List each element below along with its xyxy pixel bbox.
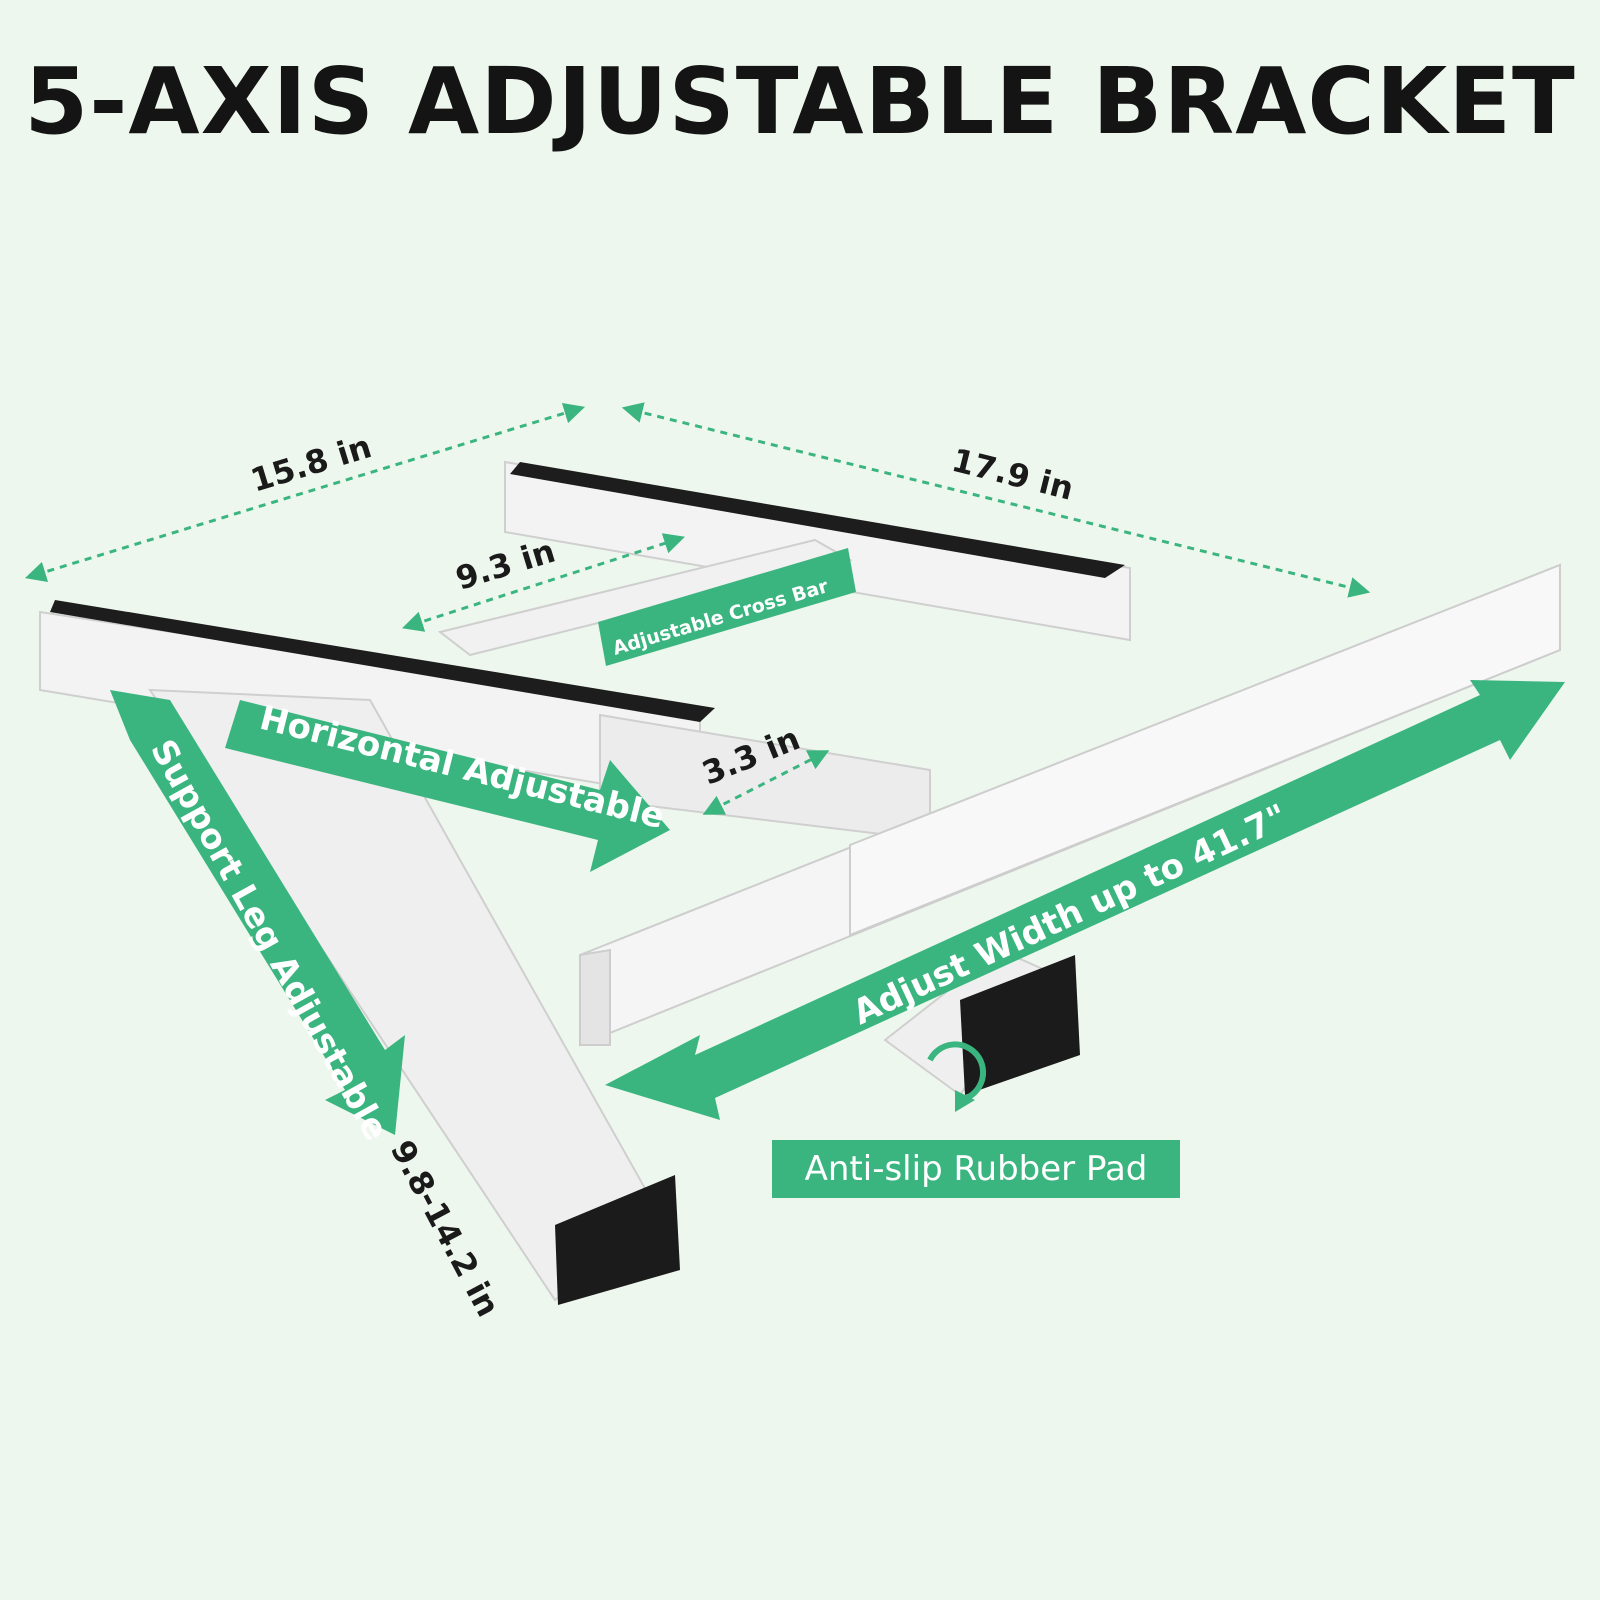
- depth-dimension-line: [24, 403, 586, 582]
- length-dimension: 17.9 in: [948, 441, 1077, 508]
- cross-bar-dimension: 9.3 in: [451, 532, 559, 598]
- dimension-lines: [24, 402, 1371, 815]
- front-foot-pad: [555, 1175, 680, 1305]
- length-dimension-line: [621, 402, 1371, 598]
- depth-dimension: 15.8 in: [246, 427, 376, 500]
- width-bar: [579, 563, 1561, 1047]
- front-support-leg: [148, 688, 680, 1305]
- rear-foot-pad: [960, 955, 1080, 1095]
- rotate-icon: [927, 1041, 987, 1112]
- rear-support-leg: [883, 948, 1080, 1097]
- rubber-pad-label: Anti-slip Rubber Pad: [772, 1140, 1180, 1198]
- front-rubber-pad: [50, 600, 715, 722]
- page-title: 5-AXIS ADJUSTABLE BRACKET: [24, 48, 1576, 155]
